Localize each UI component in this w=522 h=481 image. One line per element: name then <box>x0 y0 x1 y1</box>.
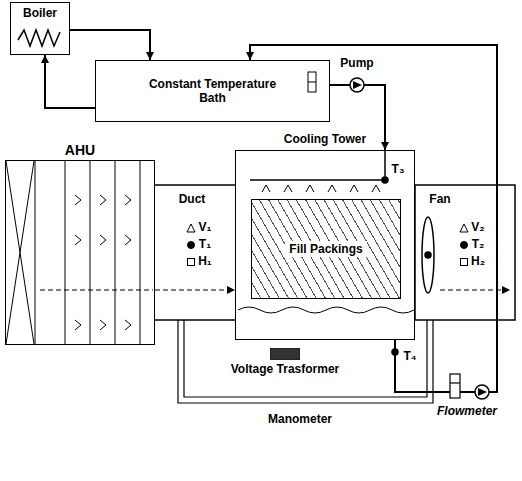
sensor-label: T₁ <box>199 238 211 251</box>
bath-valve <box>308 72 316 92</box>
pump-symbol <box>353 81 362 89</box>
pump-label: Pump <box>340 57 373 70</box>
manometer-label: Manometer <box>268 413 332 426</box>
sensor-label: V₂ <box>471 221 484 234</box>
sensor-label: V₁ <box>199 221 212 234</box>
ahu-internals <box>6 161 153 344</box>
ahu-internals <box>75 320 131 330</box>
fill-packings: Fill Packings <box>251 199 401 299</box>
manometer-tube <box>184 320 427 397</box>
water-pipe <box>70 30 150 60</box>
tower-internals <box>382 177 388 183</box>
sensor-label: H₂ <box>471 255 485 268</box>
boiler-tank: Boiler <box>10 2 70 55</box>
ahu-internals <box>75 195 131 205</box>
boiler-coil <box>18 30 60 46</box>
tower-internals <box>392 349 398 355</box>
sensor-label: H₁ <box>198 255 212 268</box>
node-label: Voltage Trasformer <box>231 362 339 376</box>
flowmeter-label: Flowmeter <box>437 405 497 418</box>
sensor-label: T₃ <box>392 163 405 176</box>
duct-sensors <box>461 242 468 249</box>
fan-label: Fan <box>429 193 450 206</box>
sensor-label: T₂ <box>472 238 485 251</box>
outlet-box <box>425 252 431 258</box>
node-label: Boiler <box>23 6 57 20</box>
pump-symbol <box>350 78 364 92</box>
ahu-internals <box>90 161 91 344</box>
water-pipe <box>45 55 95 108</box>
boiler-coil <box>18 30 60 46</box>
duct-walls <box>155 319 235 321</box>
voltage-transformer: Voltage Trasformer <box>270 348 300 360</box>
tower-internals <box>250 179 385 181</box>
ahu-internals <box>35 161 36 344</box>
ahu-box: AHU <box>5 160 155 345</box>
duct-sensors <box>461 259 468 266</box>
bath-valve <box>308 82 316 83</box>
outlet-box <box>422 217 434 293</box>
duct-sensors <box>187 224 195 232</box>
tower-internals <box>262 185 380 192</box>
node-label: AHU <box>65 142 95 159</box>
manometer-tube <box>178 320 433 403</box>
ahu-internals <box>65 161 66 344</box>
manometer-tube <box>178 320 433 403</box>
pump-symbol <box>475 385 489 399</box>
tower-internals <box>384 150 386 180</box>
ahu-internals <box>6 161 34 344</box>
duct-walls <box>155 185 235 320</box>
ahu-internals <box>115 161 116 344</box>
duct-sensors <box>188 242 195 249</box>
ahu-internals <box>6 161 34 344</box>
node-label: Fill Packings <box>285 241 366 257</box>
airflow-arrow <box>155 290 235 291</box>
outlet-box <box>415 185 515 320</box>
flowmeter-symbol <box>450 374 460 398</box>
cooling-tower: Cooling TowerFill Packings <box>235 150 415 340</box>
duct-sensors <box>188 259 195 266</box>
node-label: Constant Temperature Bath <box>148 77 278 106</box>
flowmeter-symbol <box>450 374 460 398</box>
tower-internals <box>238 307 414 313</box>
node-label: Cooling Tower <box>284 132 366 146</box>
duct-walls <box>155 184 235 186</box>
duct-sensors <box>460 224 468 232</box>
flowmeter-symbol <box>450 382 460 383</box>
ahu-internals <box>40 290 153 291</box>
bath-valve <box>308 72 316 92</box>
bath-box: Constant Temperature Bath <box>95 60 330 122</box>
tower-internals <box>238 150 414 355</box>
ahu-internals <box>75 235 131 245</box>
ahu-internals <box>140 161 141 344</box>
sensor-label: T₄ <box>403 350 416 363</box>
outlet-box <box>440 290 510 291</box>
outlet-box <box>415 185 515 320</box>
pump-symbol <box>478 388 487 396</box>
duct-label: Duct <box>179 193 206 206</box>
